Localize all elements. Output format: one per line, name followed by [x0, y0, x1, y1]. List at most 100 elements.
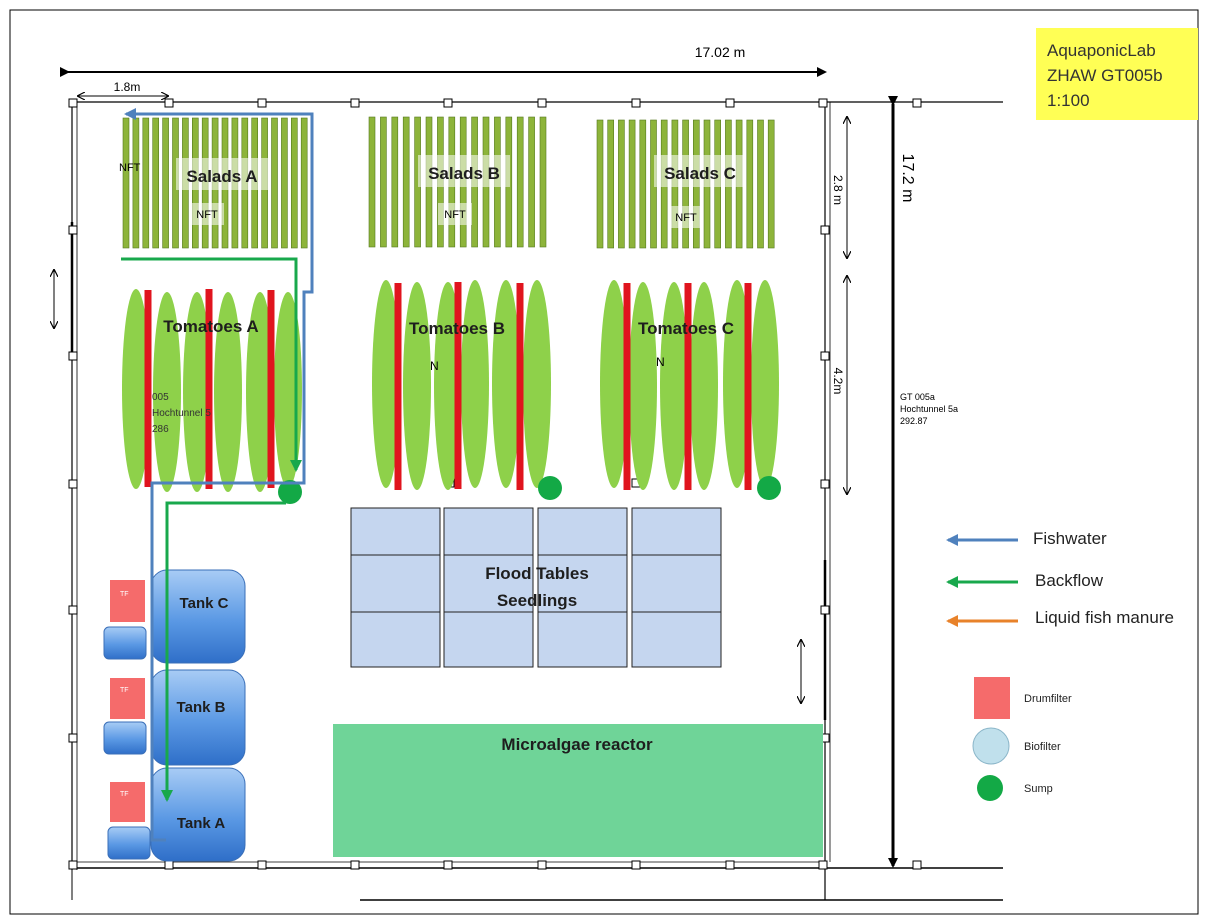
tomato-support-3	[394, 283, 402, 490]
tomato-support-7	[684, 283, 692, 490]
nft-channel-0-0	[122, 117, 130, 249]
wall-posts	[68, 98, 922, 870]
tomatoes-a-label: Tomatoes A	[163, 317, 258, 336]
flood-table-1-0	[443, 507, 534, 556]
tomato-plant-7	[403, 282, 431, 490]
nft-channel-2-15	[757, 119, 764, 249]
drumfilter-c-label: TF	[120, 591, 129, 598]
legend-biofilter-swatch	[972, 727, 1010, 765]
drumfilter-b	[110, 678, 145, 719]
sumps	[278, 476, 781, 504]
post-bottom-7	[725, 860, 735, 870]
tomato-plant-6	[372, 280, 400, 488]
post-left-3	[68, 605, 78, 615]
tomatoes-a-hidden-1: 005	[152, 392, 169, 403]
nft-label-c: NFT	[675, 212, 697, 224]
tomato-plant-13	[629, 282, 657, 490]
room-label-line-1: GT 005a	[900, 392, 935, 402]
nft-channel-1-0	[368, 116, 376, 248]
legend-sump-label: Sump	[1024, 783, 1053, 795]
label-box-line-3: 1:100	[1047, 91, 1090, 110]
flood-table-3-0	[631, 507, 722, 556]
nft-channel-0-17	[290, 117, 298, 249]
column-dimension-label: 1.8m	[114, 80, 141, 94]
salad-labels: Salads A Salads B Salads C NFT NFT NFT N…	[119, 155, 746, 228]
post-top-2	[257, 98, 267, 108]
post-right-2	[820, 479, 830, 489]
drumfilter-a-label: TF	[120, 791, 129, 798]
nft-label-a: NFT	[196, 209, 218, 221]
post-bottom-8	[818, 860, 828, 870]
sump-b	[538, 476, 562, 500]
flood-table-3-1	[631, 554, 722, 613]
tomato-rows	[122, 280, 779, 492]
post-right-3	[820, 605, 830, 615]
tomato-support-5	[516, 283, 524, 490]
tomato-plant-2	[183, 292, 211, 492]
legend: Fishwater Backflow Liquid fish manure Dr…	[946, 529, 1174, 801]
tomato-plant-5	[274, 292, 302, 488]
post-bottom-0	[68, 860, 78, 870]
label-box-line-2: ZHAW GT005b	[1047, 66, 1163, 85]
drumfilter-b-label: TF	[120, 687, 129, 694]
tank-c	[150, 569, 246, 664]
tomato-plant-12	[600, 280, 628, 488]
nft-channel-2-0	[596, 119, 604, 249]
fish-tanks: Tank C Tank B Tank A	[150, 569, 246, 862]
biofilter-c	[103, 626, 147, 660]
tomato-plant-0	[122, 289, 150, 489]
nft-channel-0-2	[142, 117, 150, 249]
post-top-5	[537, 98, 547, 108]
post-right-0	[820, 225, 830, 235]
tomato-plant-14	[660, 282, 688, 490]
height-dimension-label: 17.2 m	[899, 154, 916, 203]
backflow-line-lower	[161, 501, 286, 802]
nft-channel-2-2	[618, 119, 625, 249]
room-label-line-2: Hochtunnel 5a	[900, 404, 958, 414]
nft-label-b: NFT	[444, 209, 466, 221]
nft-channel-0-16	[281, 117, 288, 249]
post-left-0	[68, 225, 78, 235]
post-left-4	[68, 733, 78, 743]
tank-filters: TF TF TF	[103, 580, 151, 860]
tomato-plant-16	[723, 280, 751, 488]
nft-channel-2-16	[767, 119, 775, 249]
nft-channel-2-4	[639, 119, 647, 249]
salads-a-label: Salads A	[186, 167, 257, 186]
legend-manure-label: Liquid fish manure	[1035, 608, 1174, 627]
biofilter-b	[103, 721, 147, 755]
width-dimension-label: 17.02 m	[695, 44, 746, 60]
post-left-2	[68, 479, 78, 489]
legend-drumfilter-swatch	[974, 677, 1010, 719]
post-bottom-4	[443, 860, 453, 870]
nft-channel-1-14	[528, 116, 535, 248]
tomato-support-0	[144, 290, 152, 487]
flood-table-2-0	[537, 507, 628, 556]
post-bottom-9	[912, 860, 922, 870]
post-left-1	[68, 351, 78, 361]
tomatoes-b-label: Tomatoes B	[409, 319, 505, 338]
nft-channel-0-3	[152, 117, 159, 249]
nft-channel-2-3	[628, 119, 636, 249]
tomatoes-b-mark: N	[430, 359, 439, 373]
tank-b-label: Tank B	[177, 699, 226, 716]
flood-table-3-2	[631, 611, 722, 668]
label-box-line-1: AquaponicLab	[1047, 41, 1156, 60]
salads-b-label: Salads B	[428, 164, 500, 183]
tomatoes-c-label: Tomatoes C	[638, 319, 734, 338]
post-top-6	[631, 98, 641, 108]
post-bottom-1	[164, 860, 174, 870]
tomatoes-a-hidden-2: Hochtunnel 5	[152, 408, 211, 419]
nft-channel-0-4	[162, 117, 169, 249]
salad-dimension-label: 2.8 m	[831, 175, 845, 205]
flood-table-0-1	[350, 554, 441, 613]
tomato-plant-1	[153, 292, 181, 492]
flood-tables	[350, 507, 722, 668]
microalgae-label: Microalgae reactor	[501, 735, 653, 754]
tomato-support-6	[623, 283, 631, 490]
nft-channel-1-15	[539, 116, 547, 248]
room-label-line-3: 292.87	[900, 416, 928, 426]
nft-channel-0-1	[132, 117, 140, 249]
tomatoes-c-mark: N	[656, 355, 665, 369]
